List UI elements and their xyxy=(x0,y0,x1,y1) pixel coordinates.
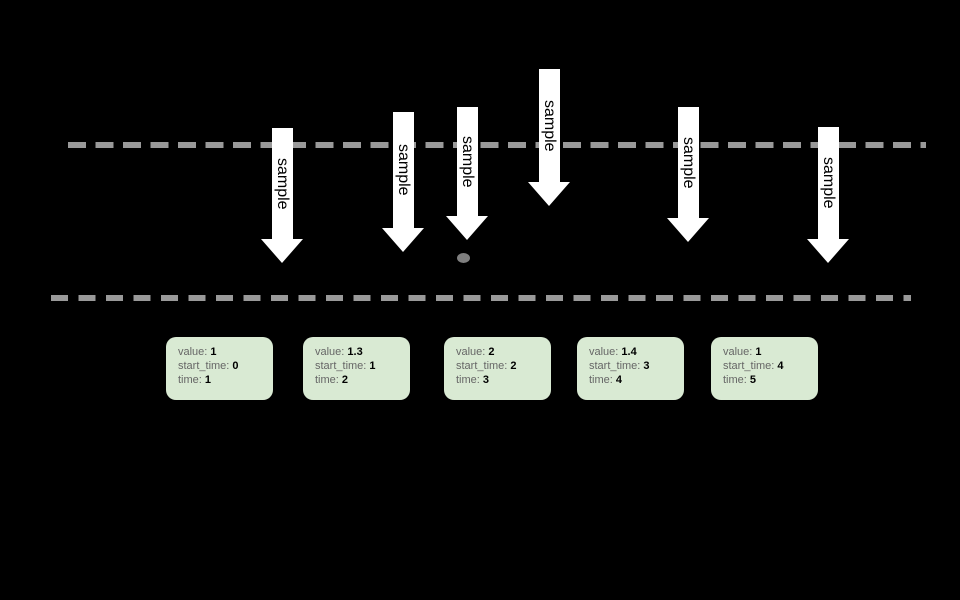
start-time-label: start_time: xyxy=(589,360,641,372)
time-value: 4 xyxy=(615,374,623,386)
sample-arrow: sample xyxy=(261,128,303,263)
value-value: 1 xyxy=(755,346,762,358)
card-row-value: value: 1 xyxy=(723,345,812,359)
value-label: value: xyxy=(589,346,619,358)
arrow-head-icon xyxy=(667,218,709,242)
time-value: 5 xyxy=(749,374,757,386)
sample-card: value: 1 start_time: 0 time: 1 xyxy=(166,337,273,400)
card-row-start-time: start_time: 0 xyxy=(178,359,267,373)
arrow-head-icon xyxy=(446,216,488,240)
time-value: 1 xyxy=(204,374,212,386)
card-row-time: time: 4 xyxy=(589,373,678,387)
arrow-shaft: sample xyxy=(271,128,293,239)
time-label: time: xyxy=(456,374,480,386)
arrow-label: sample xyxy=(274,157,291,210)
value-value: 1 xyxy=(210,346,217,358)
arrow-shaft: sample xyxy=(456,107,478,216)
card-row-start-time: start_time: 2 xyxy=(456,359,545,373)
start-time-value: 0 xyxy=(232,360,239,372)
arrow-shaft: sample xyxy=(538,69,560,182)
sample-arrow: sample xyxy=(667,107,709,242)
time-label: time: xyxy=(589,374,613,386)
card-row-time: time: 1 xyxy=(178,373,267,387)
arrow-shaft: sample xyxy=(817,127,839,239)
time-label: time: xyxy=(723,374,747,386)
sample-card: value: 1 start_time: 4 time: 5 xyxy=(711,337,818,400)
sample-dot xyxy=(457,253,470,263)
card-row-value: value: 1 xyxy=(178,345,267,359)
time-value: 2 xyxy=(341,374,349,386)
card-row-time: time: 3 xyxy=(456,373,545,387)
sample-card: value: 1.3 start_time: 1 time: 2 xyxy=(303,337,410,400)
arrow-head-icon xyxy=(528,182,570,206)
value-label: value: xyxy=(723,346,753,358)
card-row-time: time: 5 xyxy=(723,373,812,387)
sample-arrow: sample xyxy=(382,112,424,252)
start-time-label: start_time: xyxy=(315,360,367,372)
sample-arrow: sample xyxy=(528,69,570,206)
arrow-label: sample xyxy=(459,135,476,188)
sample-card: value: 2 start_time: 2 time: 3 xyxy=(444,337,551,400)
value-label: value: xyxy=(315,346,345,358)
sample-card: value: 1.4 start_time: 3 time: 4 xyxy=(577,337,684,400)
time-value: 3 xyxy=(482,374,490,386)
card-row-value: value: 2 xyxy=(456,345,545,359)
value-label: value: xyxy=(178,346,208,358)
upper-dashed-timeline xyxy=(68,142,926,148)
start-time-label: start_time: xyxy=(723,360,775,372)
sample-arrow: sample xyxy=(446,107,488,240)
value-label: value: xyxy=(456,346,486,358)
card-row-value: value: 1.4 xyxy=(589,345,678,359)
start-time-label: start_time: xyxy=(178,360,230,372)
start-time-value: 2 xyxy=(510,360,517,372)
card-row-start-time: start_time: 4 xyxy=(723,359,812,373)
arrow-label: sample xyxy=(680,136,697,189)
arrow-head-icon xyxy=(807,239,849,263)
time-label: time: xyxy=(178,374,202,386)
arrow-label: sample xyxy=(820,157,837,209)
value-value: 2 xyxy=(488,346,495,358)
start-time-label: start_time: xyxy=(456,360,508,372)
start-time-value: 3 xyxy=(643,360,650,372)
arrow-shaft: sample xyxy=(392,112,414,228)
card-row-start-time: start_time: 3 xyxy=(589,359,678,373)
card-row-start-time: start_time: 1 xyxy=(315,359,404,373)
card-row-time: time: 2 xyxy=(315,373,404,387)
arrow-label: sample xyxy=(541,99,558,152)
arrow-shaft: sample xyxy=(677,107,699,218)
arrow-label: sample xyxy=(395,144,412,196)
card-row-value: value: 1.3 xyxy=(315,345,404,359)
sample-arrow: sample xyxy=(807,127,849,263)
arrow-head-icon xyxy=(261,239,303,263)
lower-dashed-timeline xyxy=(51,295,911,301)
time-label: time: xyxy=(315,374,339,386)
start-time-value: 1 xyxy=(369,360,376,372)
value-value: 1.3 xyxy=(347,346,363,358)
value-value: 1.4 xyxy=(621,346,637,358)
start-time-value: 4 xyxy=(777,360,784,372)
arrow-head-icon xyxy=(382,228,424,252)
